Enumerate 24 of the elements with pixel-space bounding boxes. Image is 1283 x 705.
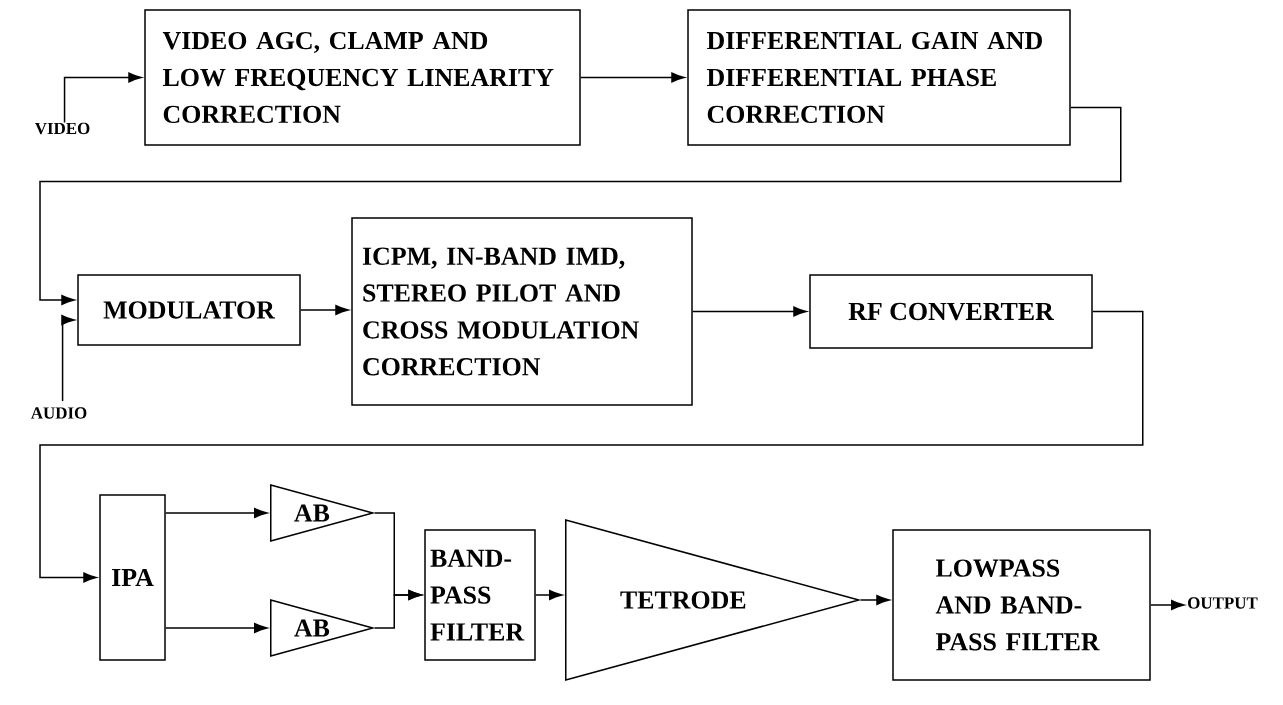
arrow [1150, 600, 1185, 610]
block-box: MODULATOR [77, 274, 301, 346]
arrow [692, 306, 807, 317]
block-box: LOWPASS AND BAND-PASS FILTER [892, 529, 1151, 681]
arrow [535, 590, 563, 600]
arrow [374, 590, 422, 629]
signal-label: AUDIO [30, 407, 87, 419]
block-box: BAND-PASS FILTER [424, 529, 536, 661]
block-box: ICPM, IN-BAND IMD, STEREO PILOT AND CROSS MODULATION CORRECTION [351, 217, 693, 406]
arrow [63, 72, 142, 124]
block-box: VIDEO AGC, CLAMP AND LOW FREQUENCY LINEARITY CORRECTION [144, 9, 581, 146]
arrow [300, 305, 349, 315]
arrow [39, 106, 1122, 305]
signal-label: VIDEO [34, 122, 90, 135]
block-box: IPA [99, 494, 166, 661]
arrow [39, 310, 1144, 583]
signal-label: OUTPUT [1188, 597, 1258, 609]
arrow [165, 623, 268, 633]
arrow [61, 315, 75, 402]
arrow [860, 595, 890, 605]
block-box: RF CONVERTER [809, 274, 1093, 349]
block-box: DIFFERENTIAL GAIN AND DIFFERENTIAL PHASE CORRECTION [687, 9, 1071, 146]
arrow [580, 72, 685, 83]
arrow [165, 508, 268, 518]
